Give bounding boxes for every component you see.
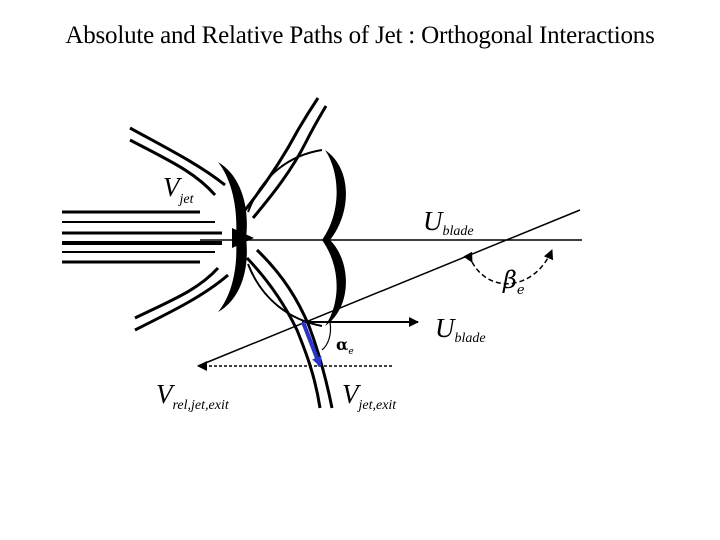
beta-angle-arc bbox=[463, 249, 554, 285]
label-v-jet: Vjet bbox=[163, 172, 195, 207]
relative-direction-line bbox=[197, 209, 581, 367]
bucket-outline bbox=[247, 149, 323, 327]
label-u-blade-mid: Ublade bbox=[435, 313, 486, 346]
bucket-cups bbox=[218, 150, 346, 326]
label-v-rel-jet-exit: Vrel,jet,exit bbox=[156, 379, 230, 413]
label-alpha-e: αe bbox=[336, 335, 354, 357]
incoming-jet bbox=[62, 210, 222, 264]
diagram-title: Absolute and Relative Paths of Jet : Ort… bbox=[65, 22, 655, 49]
label-u-blade-top: Ublade bbox=[423, 206, 474, 239]
label-beta-e: βe bbox=[502, 266, 525, 298]
alpha-angle-arc bbox=[321, 321, 332, 351]
label-v-jet-exit: Vjet,exit bbox=[342, 379, 397, 413]
v-jet-exit-vector bbox=[301, 321, 322, 367]
lower-deflected-streams bbox=[134, 248, 334, 409]
